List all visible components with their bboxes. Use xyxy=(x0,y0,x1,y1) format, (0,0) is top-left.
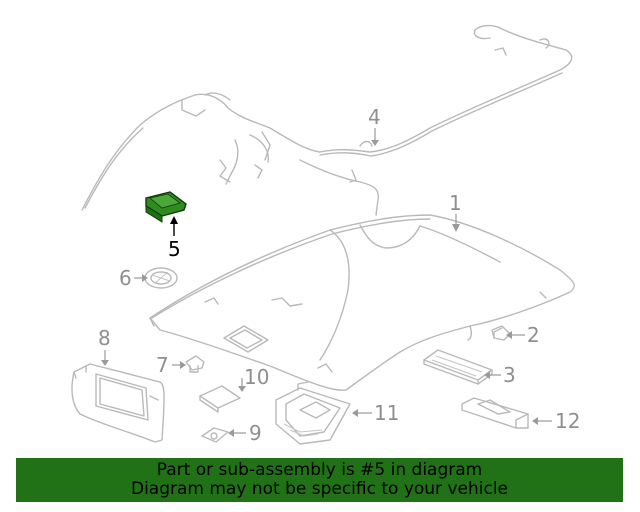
parts-diagram: 1 2 3 4 5 6 7 8 9 10 xyxy=(71,24,580,445)
callout-6-label: 6 xyxy=(119,266,132,290)
part-6-grommet xyxy=(144,267,178,289)
callout-1: 1 xyxy=(449,191,462,232)
callout-7: 7 xyxy=(156,353,186,377)
callout-10: 10 xyxy=(238,365,269,392)
part-5-module xyxy=(145,191,187,223)
callout-9-label: 9 xyxy=(249,421,262,445)
callout-10-label: 10 xyxy=(244,365,269,389)
part-1-headliner xyxy=(149,214,575,391)
part-9-bracket xyxy=(201,427,229,443)
callout-4-label: 4 xyxy=(368,105,381,129)
callout-12-label: 12 xyxy=(555,409,580,433)
callout-5-label: 5 xyxy=(168,237,181,261)
part-11-console xyxy=(275,381,351,445)
callout-6: 6 xyxy=(119,266,148,290)
callout-8: 8 xyxy=(98,326,111,366)
callout-4: 4 xyxy=(368,105,381,146)
part-3-lamp xyxy=(423,349,493,385)
info-banner: Part or sub-assembly is #5 in diagram Di… xyxy=(16,458,623,502)
callout-3: 3 xyxy=(484,363,516,387)
callout-8-label: 8 xyxy=(98,326,111,350)
callout-2-label: 2 xyxy=(527,323,540,347)
part-4-wiring-harness xyxy=(81,24,573,216)
callout-2: 2 xyxy=(506,323,540,347)
banner-line-1: Part or sub-assembly is #5 in diagram xyxy=(156,460,483,480)
callout-3-label: 3 xyxy=(503,363,516,387)
callout-9: 9 xyxy=(228,421,262,445)
callout-5: 5 xyxy=(168,216,181,261)
banner-line-2: Diagram may not be specific to your vehi… xyxy=(130,479,508,499)
callout-12: 12 xyxy=(532,409,580,433)
part-8-sun-visor xyxy=(71,363,165,443)
callout-1-label: 1 xyxy=(449,191,462,215)
callout-7-label: 7 xyxy=(156,353,169,377)
part-12-bracket xyxy=(461,397,529,429)
callout-11: 11 xyxy=(352,401,399,425)
part-7-retainer xyxy=(185,355,205,373)
part-2-clip xyxy=(491,325,511,341)
part-10-cover xyxy=(199,385,241,413)
callout-11-label: 11 xyxy=(374,401,399,425)
